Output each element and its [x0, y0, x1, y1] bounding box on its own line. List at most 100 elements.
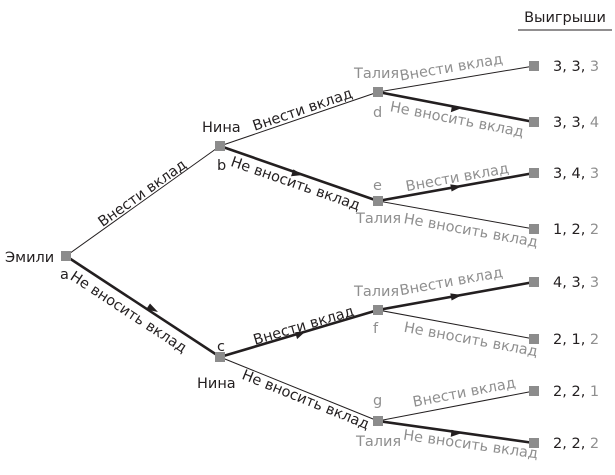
node-letter-a: a [60, 267, 69, 283]
node-d [373, 87, 383, 97]
node-letter-b: b [217, 158, 226, 174]
payoff-separator: , [562, 332, 571, 348]
edge-b-d [219, 91, 379, 147]
node-f [373, 305, 383, 315]
leaf-node-6 [529, 334, 539, 344]
payoff-separator: , [562, 384, 571, 400]
payoff-talia: 3 [590, 166, 599, 182]
arrow-e-leaf3-icon [450, 184, 462, 192]
leaf-node-1 [529, 61, 539, 71]
action-label-c-not-contribute: Не вносить вклад [240, 367, 372, 433]
payoff-emily: 2 [553, 384, 562, 400]
payoff-nina: 3 [571, 59, 580, 75]
payoff-row: 1, 2, 2 [553, 222, 599, 238]
payoff-separator: , [562, 115, 571, 131]
edge-a-c [65, 254, 221, 359]
payoff-separator: , [562, 436, 571, 452]
action-label-f-not-contribute: Не вносить вклад [403, 320, 539, 360]
payoffs-header: Выигрыши [524, 10, 606, 26]
payoff-row: 2, 2, 2 [553, 436, 599, 452]
player-label-nina-b: Нина [202, 120, 241, 136]
node-c [215, 352, 225, 362]
player-label-talia-e: Талия [355, 211, 401, 227]
player-label-emily: Эмили [5, 250, 54, 266]
leaf-node-7 [529, 386, 539, 396]
edge-d-leaf1 [377, 65, 535, 93]
edge-c-g [219, 356, 379, 422]
payoff-row: 3, 3, 3 [553, 59, 599, 75]
leaf-node-5 [529, 277, 539, 287]
payoff-separator: , [562, 222, 571, 238]
player-label-talia-g: Талия [355, 434, 401, 450]
action-label-g-contribute: Внести вклад [412, 375, 517, 410]
payoff-talia: 2 [590, 436, 599, 452]
payoff-separator: , [562, 166, 571, 182]
payoff-separator: , [581, 436, 590, 452]
payoff-separator: , [581, 222, 590, 238]
payoff-emily: 2 [553, 332, 562, 348]
node-letter-g: g [373, 393, 382, 409]
payoff-nina: 3 [571, 275, 580, 291]
payoff-emily: 2 [553, 436, 562, 452]
payoff-talia: 3 [590, 275, 599, 291]
action-label-e-contribute: Внести вклад [405, 161, 510, 195]
payoff-separator: , [581, 166, 590, 182]
player-label-talia-f: Талия [353, 284, 399, 300]
payoff-nina: 2 [571, 384, 580, 400]
payoff-separator: , [562, 275, 571, 291]
payoff-row: 2, 2, 1 [553, 384, 599, 400]
node-g [373, 416, 383, 426]
payoff-separator: , [581, 384, 590, 400]
arrow-g-leaf8-icon [450, 429, 462, 437]
arrow-f-leaf5-icon [450, 293, 462, 301]
payoff-nina: 2 [571, 222, 580, 238]
payoff-nina: 2 [571, 436, 580, 452]
payoff-emily: 3 [553, 166, 562, 182]
payoff-emily: 3 [553, 115, 562, 131]
leaf-node-8 [529, 438, 539, 448]
edge-e-leaf4 [377, 200, 535, 230]
payoff-nina: 4 [571, 166, 580, 182]
payoff-talia: 4 [590, 115, 599, 131]
payoff-separator: , [562, 59, 571, 75]
payoff-separator: , [581, 59, 590, 75]
payoff-separator: , [581, 115, 590, 131]
leaf-node-3 [529, 168, 539, 178]
payoff-row: 2, 1, 2 [553, 332, 599, 348]
node-a [61, 251, 71, 261]
player-label-nina-c: Нина [197, 376, 236, 392]
action-label-a-not-contribute: Не вносить вклад [67, 269, 189, 357]
node-letter-d: d [373, 105, 382, 121]
payoff-row: 3, 3, 4 [553, 115, 599, 131]
action-label-d-not-contribute: Не вносить вклад [389, 99, 525, 140]
payoff-row: 3, 4, 3 [553, 166, 599, 182]
edge-f-leaf6 [377, 309, 535, 340]
leaf-node-4 [529, 224, 539, 234]
payoff-separator: , [581, 275, 590, 291]
action-label-b-not-contribute: Не вносить вклад [229, 154, 363, 214]
arrow-a-c-icon [146, 303, 158, 312]
arrow-d-leaf2-icon [450, 105, 462, 113]
payoff-talia: 1 [590, 384, 599, 400]
node-b [215, 141, 225, 151]
payoff-talia: 2 [590, 222, 599, 238]
payoff-emily: 3 [553, 59, 562, 75]
node-e [373, 196, 383, 206]
action-label-c-contribute: Внести вклад [252, 304, 357, 349]
arrow-b-e-icon [291, 169, 303, 177]
node-letter-e: e [373, 178, 382, 194]
payoff-nina: 1 [571, 332, 580, 348]
edge-g-leaf7 [377, 390, 535, 422]
node-letter-c: c [217, 339, 225, 355]
payoff-nina: 3 [571, 115, 580, 131]
arrow-c-f-icon [295, 331, 306, 340]
node-letter-f: f [373, 321, 379, 337]
payoff-emily: 1 [553, 222, 562, 238]
payoff-emily: 4 [553, 275, 562, 291]
payoff-separator: , [581, 332, 590, 348]
payoff-row: 4, 3, 3 [553, 275, 599, 291]
edge-a-b [65, 145, 221, 257]
leaf-node-2 [529, 117, 539, 127]
player-label-talia-d: Талия [353, 66, 399, 82]
